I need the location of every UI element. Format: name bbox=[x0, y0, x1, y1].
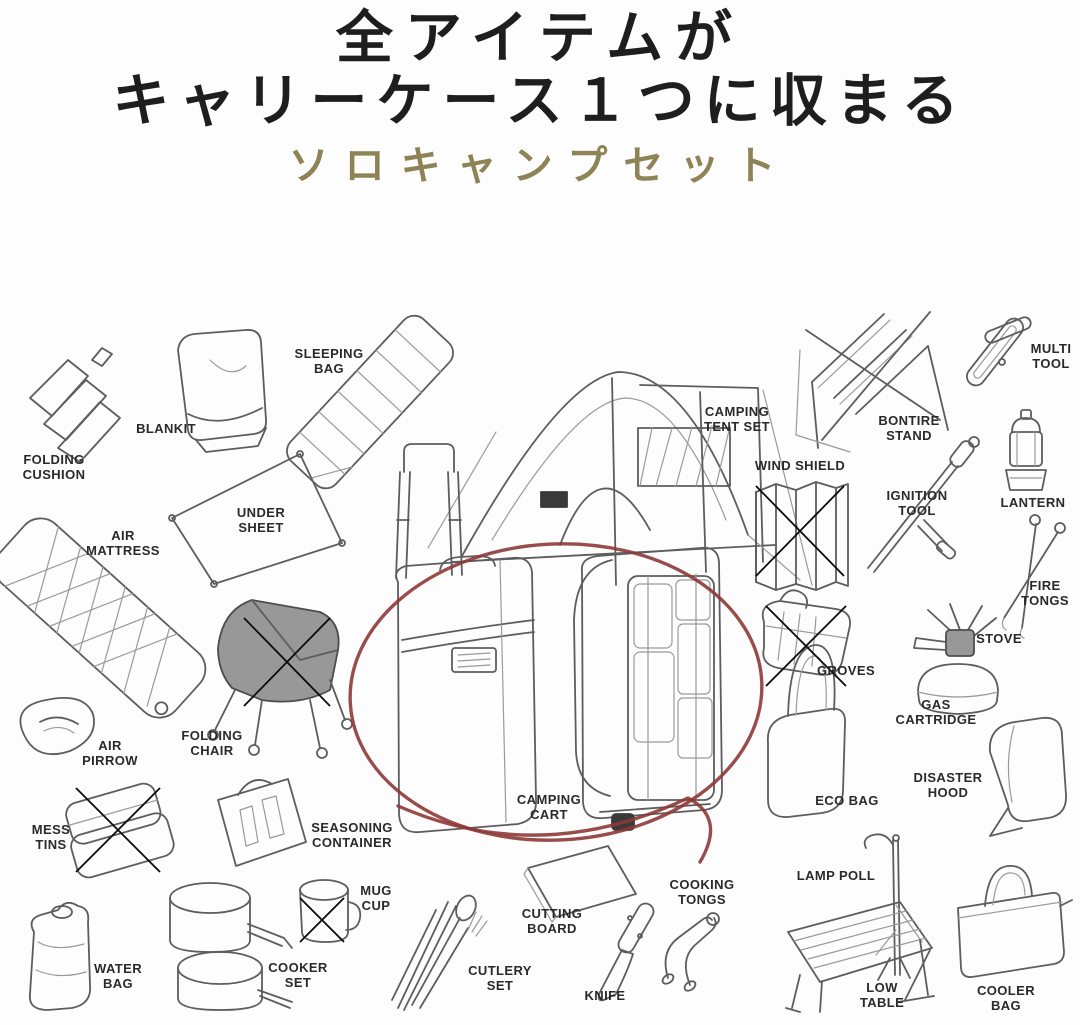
label-mess-tins: MESS TINS bbox=[31, 822, 71, 853]
excluded-cross-icon-mug-cup bbox=[299, 897, 345, 943]
title-line2: キャリーケース１つに収まる bbox=[112, 69, 968, 133]
wind-shield-sketch bbox=[755, 481, 849, 591]
title-line1: 全アイテムが bbox=[335, 6, 745, 70]
lamp-pole-sketch bbox=[863, 833, 923, 981]
label-cooler-bag: COOLER BAG bbox=[976, 983, 1035, 1014]
label-camping-tent-set: CAMPING TENT SET bbox=[703, 404, 771, 435]
label-wind-shield: WIND SHIELD bbox=[754, 458, 846, 473]
excluded-cross-icon-wind-shield bbox=[755, 485, 845, 577]
label-blanket: BLANKIT bbox=[136, 421, 196, 436]
bonfire-stand-sketch bbox=[795, 311, 949, 453]
label-low-table: LOW TABLE bbox=[859, 980, 905, 1011]
knife-sketch bbox=[597, 902, 655, 1002]
label-multi-tool: MULTI TOOL bbox=[1030, 341, 1072, 372]
low-table-sketch bbox=[785, 901, 935, 1013]
label-sleeping-bag: SLEEPING BAG bbox=[294, 346, 364, 377]
lantern-sketch bbox=[1005, 409, 1047, 491]
water-bag-sketch bbox=[28, 901, 92, 1011]
label-water-bag: WATER BAG bbox=[94, 961, 142, 992]
air-pillow-sketch bbox=[19, 696, 95, 756]
excluded-cross-icon-mess-tins bbox=[75, 787, 161, 873]
disaster-hood-sketch bbox=[989, 716, 1067, 837]
label-cutting-board: CUTTING BOARD bbox=[521, 906, 583, 937]
highlight-circle bbox=[348, 542, 764, 864]
label-knife: KNIFE bbox=[584, 988, 626, 1003]
ignition-tool-sketch bbox=[867, 436, 980, 573]
label-fire-tongs: FIRE TONGS bbox=[1021, 578, 1069, 609]
label-cooking-tongs: COOKING TONGS bbox=[669, 877, 735, 908]
multi-tool-sketch bbox=[966, 316, 1032, 387]
label-disaster-hood: DISASTER HOOD bbox=[913, 770, 983, 801]
cooking-tongs-sketch bbox=[661, 912, 720, 992]
label-mug-cup: MUG CUP bbox=[360, 883, 392, 914]
label-under-sheet: UNDER SHEET bbox=[236, 505, 286, 536]
label-lamp-pole: LAMP POLL bbox=[796, 868, 876, 883]
excluded-cross-icon-gloves bbox=[765, 605, 847, 687]
label-stove: STOVE bbox=[976, 631, 1022, 646]
cooker-set-sketch bbox=[169, 882, 293, 1011]
camping-cart-sketch bbox=[395, 443, 723, 834]
cutting-board-sketch bbox=[523, 845, 637, 923]
cutlery-set-sketch bbox=[391, 894, 488, 1011]
folding-cushion-sketch bbox=[29, 347, 121, 463]
stove-sketch bbox=[913, 603, 997, 657]
under-sheet-sketch bbox=[168, 450, 346, 588]
label-cutlery-set: CUTLERY SET bbox=[468, 963, 532, 994]
mug-cup-sketch bbox=[299, 879, 362, 943]
subtitle: ソロキャンプセット bbox=[288, 144, 792, 188]
label-air-mattress: AIR MATTRESS bbox=[86, 528, 160, 559]
folding-chair-sketch bbox=[207, 599, 353, 759]
label-lantern: LANTERN bbox=[1000, 495, 1066, 510]
label-cooker-set: COOKER SET bbox=[268, 960, 328, 991]
air-mattress-sketch bbox=[0, 517, 207, 719]
sleeping-bag-sketch bbox=[286, 314, 454, 490]
label-bonfire-stand: BONTIRE STAND bbox=[878, 413, 940, 444]
label-seasoning-container: SEASONING CONTAINER bbox=[311, 820, 393, 851]
gloves-sketch bbox=[761, 589, 851, 676]
blanket-sketch bbox=[177, 329, 267, 453]
excluded-cross-icon-folding-chair bbox=[243, 617, 331, 707]
label-folding-cushion: FOLDING CUSHION bbox=[22, 452, 86, 483]
label-air-pillow: AIR PIRROW bbox=[82, 738, 138, 769]
fire-tongs-sketch bbox=[1001, 514, 1066, 639]
gas-cartridge-sketch bbox=[917, 663, 999, 715]
label-gloves: GROVES bbox=[816, 663, 876, 678]
eco-bag-sketch bbox=[767, 644, 846, 818]
label-eco-bag: ECO BAG bbox=[815, 793, 879, 808]
cooler-bag-sketch bbox=[957, 865, 1073, 978]
label-gas-cartridge: GAS CARTRIDGE bbox=[895, 697, 977, 728]
title-block: 全アイテムが キャリーケース１つに収まる ソロキャンプセット bbox=[0, 0, 1080, 188]
label-folding-chair: FOLDING CHAIR bbox=[181, 728, 243, 759]
seasoning-container-sketch bbox=[217, 778, 307, 867]
label-ignition-tool: IGNITION TOOL bbox=[886, 488, 948, 519]
label-camping-cart: CAMPING CART bbox=[516, 792, 582, 823]
